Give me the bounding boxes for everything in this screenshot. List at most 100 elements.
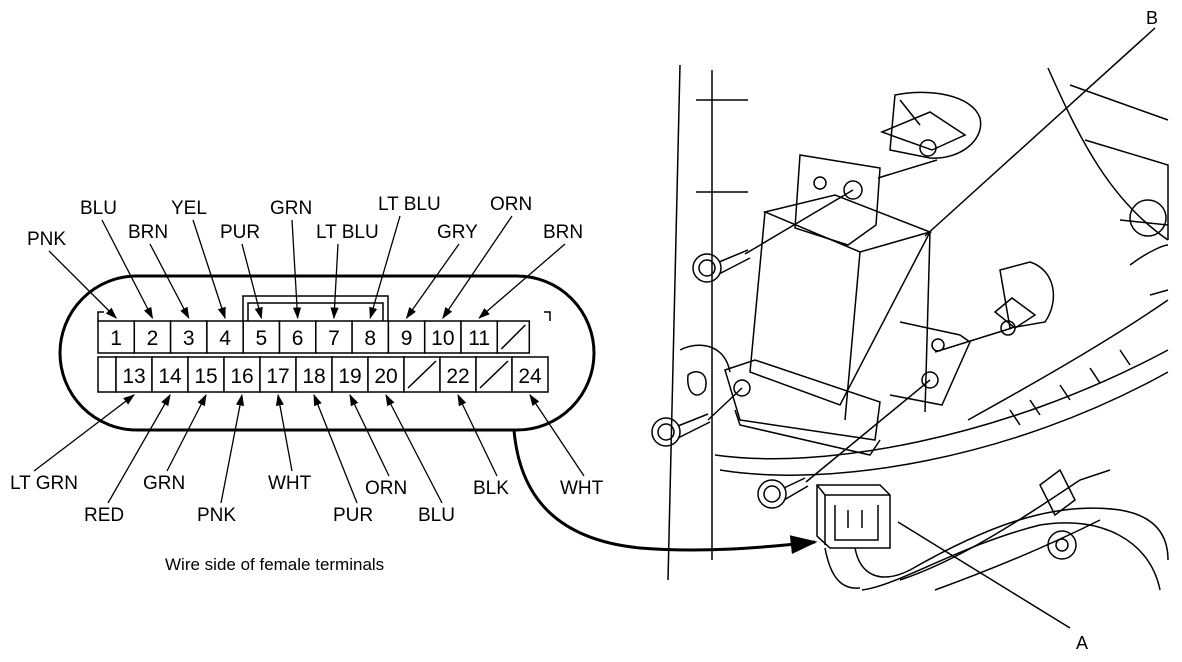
pin-bottom-9: 20 — [367, 356, 405, 393]
wire-leader — [220, 393, 245, 504]
callout-a: A — [1076, 633, 1088, 653]
pin-number: 15 — [194, 365, 217, 388]
wire-leader — [241, 243, 263, 320]
wire-leader — [457, 393, 498, 477]
wire-leader — [275, 393, 293, 472]
wire-color-label: LT BLU — [378, 194, 441, 215]
pin-number: 11 — [468, 327, 490, 350]
wire-leader — [330, 243, 339, 320]
wire-leader — [166, 393, 207, 472]
pin-number: 6 — [292, 327, 304, 350]
pin-number: 7 — [328, 327, 340, 350]
wire-color-label: GRN — [143, 473, 185, 494]
wire-color-label: BRN — [128, 222, 168, 243]
pin-bottom-10 — [403, 356, 441, 393]
wire-color-label: ORN — [365, 478, 407, 499]
wire-color-label: PUR — [333, 505, 373, 526]
pin-top-9: 9 — [387, 320, 426, 354]
pin-top-11: 11 — [460, 320, 499, 354]
pin-top-7: 7 — [315, 320, 353, 354]
pin-top-5: 5 — [242, 320, 281, 354]
wire-color-label: PNK — [27, 229, 66, 250]
wire-color-label: RED — [84, 505, 124, 526]
wire-leader — [313, 393, 358, 504]
pin-number: 22 — [446, 365, 469, 388]
wire-leader — [107, 393, 171, 504]
wire-color-label: BRN — [543, 222, 583, 243]
wire-color-label: LT GRN — [10, 473, 78, 494]
wire-color-label: LT BLU — [316, 222, 379, 243]
pin-top-3: 3 — [169, 320, 208, 354]
connector-lock-tab — [242, 295, 389, 321]
wire-leader — [442, 215, 513, 319]
wire-color-label: WHT — [560, 478, 604, 499]
pin-number: 13 — [122, 365, 145, 388]
wire-color-label: YEL — [171, 198, 207, 219]
pin-number: 16 — [230, 365, 253, 388]
wire-color-label: BLU — [418, 505, 455, 526]
component-illustration — [651, 64, 1169, 591]
wire-leader — [48, 250, 117, 319]
connector-bottom-row: 13 14 15 16 17 18 19 20 22 24 — [97, 356, 549, 393]
wire-color-label: BLK — [473, 478, 509, 499]
wire-color-label: GRY — [437, 222, 478, 243]
pin-number: 20 — [374, 365, 397, 388]
wire-color-label: ORN — [490, 194, 532, 215]
part-a-connector — [816, 484, 891, 549]
pin-top-2: 2 — [133, 320, 172, 354]
connector-to-part-arrow — [512, 429, 818, 555]
callout-a-leader — [897, 521, 1071, 629]
wire-leader — [33, 394, 135, 472]
wire-leader — [478, 243, 566, 319]
pin-top-4: 4 — [206, 320, 244, 354]
pin-top-12 — [496, 320, 531, 354]
wire-leader — [149, 243, 190, 320]
wire-color-label: WHT — [268, 473, 312, 494]
pin-bottom-5: 16 — [223, 356, 261, 393]
pin-number: 4 — [219, 327, 231, 350]
pin-top-1: 1 — [97, 320, 136, 354]
pin-number: 9 — [401, 327, 413, 350]
wire-leader — [349, 393, 390, 477]
pin-bottom-3: 14 — [151, 356, 189, 393]
pin-bottom-2: 13 — [115, 356, 153, 393]
pin-number: 1 — [110, 327, 122, 350]
pin-number: 8 — [364, 327, 376, 350]
pin-number: 3 — [183, 327, 195, 350]
pin-number: 19 — [338, 365, 361, 388]
pin-bottom-1 — [97, 356, 117, 393]
wire-color-label: PNK — [197, 505, 236, 526]
pin-top-8: 8 — [351, 320, 390, 354]
pin-bottom-13: 24 — [511, 356, 549, 393]
pin-number: 24 — [518, 365, 542, 388]
wire-leader — [192, 219, 226, 320]
wire-color-label: GRN — [270, 198, 312, 219]
callout-b-leader — [924, 27, 1156, 237]
pin-number: 17 — [266, 365, 289, 388]
bolt-upper — [692, 249, 751, 283]
pin-bottom-7: 18 — [295, 356, 333, 393]
wire-leader — [385, 393, 443, 504]
wire-leader — [101, 219, 154, 320]
pin-number: 14 — [158, 365, 182, 388]
bolt-lower — [757, 477, 809, 509]
wire-leader — [405, 243, 460, 319]
pin-number: 2 — [147, 327, 159, 350]
pin-number: 10 — [431, 327, 454, 350]
pin-top-6: 6 — [278, 320, 317, 354]
pin-bottom-6: 17 — [259, 356, 297, 393]
pin-bottom-8: 19 — [331, 356, 369, 393]
wire-color-label: PUR — [220, 222, 260, 243]
wire-leaders — [33, 215, 585, 504]
wire-leader — [291, 219, 302, 320]
pin-number: 18 — [302, 365, 325, 388]
pin-bottom-12 — [475, 356, 513, 393]
pin-top-10: 10 — [423, 320, 462, 354]
callout-b: B — [1146, 8, 1158, 28]
pin-number: 5 — [256, 327, 268, 350]
wire-leader — [529, 394, 585, 477]
connector-view: 1 2 3 4 5 6 7 8 9 10 11 13 14 15 16 17 18 19 20 22 24 PNK BL… — [10, 194, 604, 574]
pin-bottom-11: 22 — [439, 356, 477, 393]
